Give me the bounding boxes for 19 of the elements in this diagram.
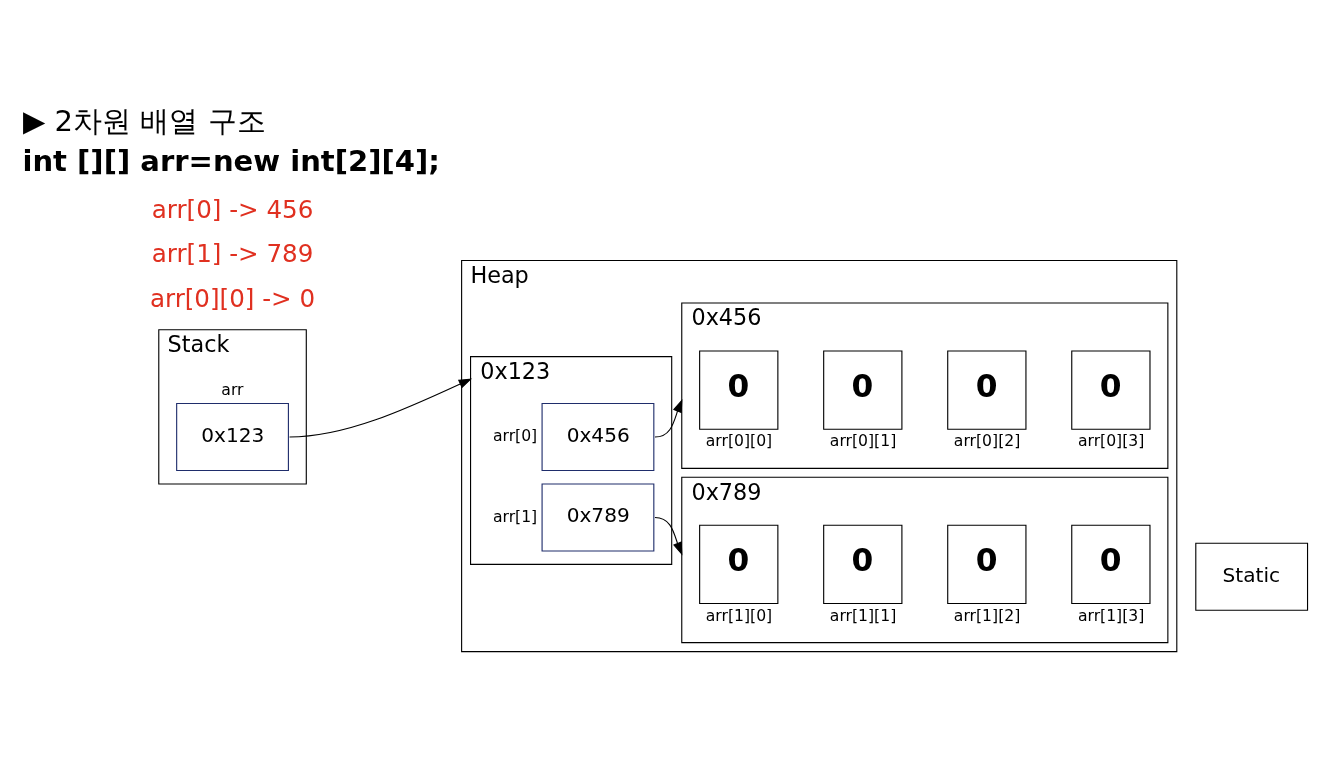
node-label: arr[0][3] <box>1077 430 1145 450</box>
node-label: 0x456 <box>691 303 762 330</box>
label: arr[1] -> 789 <box>151 238 314 268</box>
node-label: arr[1][0] <box>705 605 773 625</box>
label: int [][] arr=new int[2][4]; <box>22 143 440 178</box>
node-label: arr <box>221 379 244 399</box>
node-label: arr[1][2] <box>953 605 1021 625</box>
node-label: arr[1][1] <box>829 605 897 625</box>
node-label: arr[1][3] <box>1077 605 1145 625</box>
node-label: 0x789 <box>691 478 762 505</box>
node-label: arr[0][0] <box>705 430 773 450</box>
node-label: arr[0][2] <box>953 430 1021 450</box>
node-label: arr[1] <box>492 506 538 526</box>
label: arr[0][0] -> 0 <box>149 283 316 313</box>
diagram-title: ▶ 2차원 배열 구조 <box>22 103 266 138</box>
node-label: arr[0] <box>492 425 538 445</box>
label: arr[0] -> 456 <box>151 194 314 224</box>
node-label: 0x123 <box>480 357 551 384</box>
node-label: arr[0][1] <box>829 430 897 450</box>
